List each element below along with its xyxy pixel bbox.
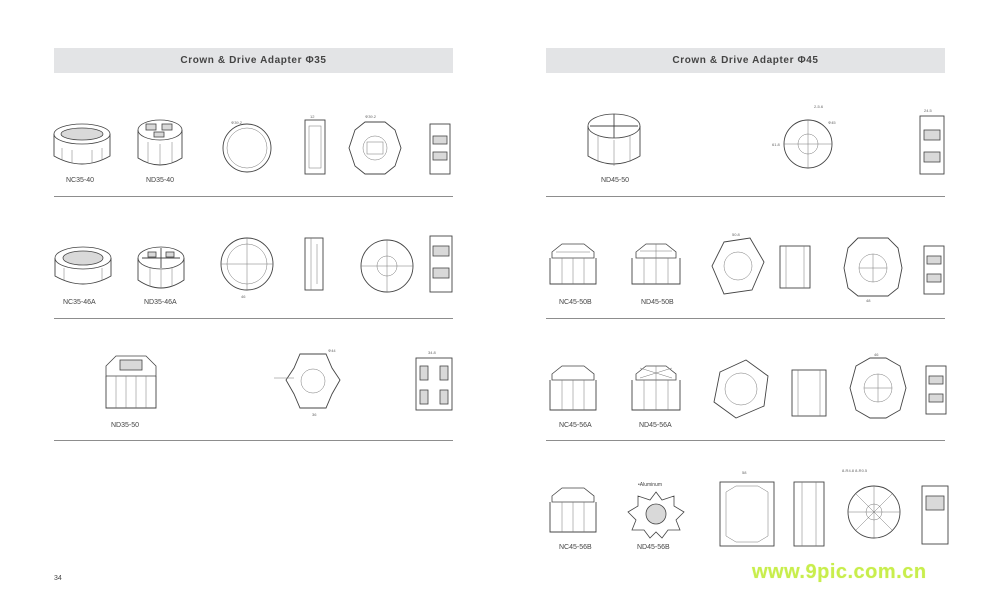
svg-text:50.8: 50.8 xyxy=(732,232,741,237)
part-label: ND45-50B xyxy=(641,299,674,306)
drive-adapter-drawing xyxy=(628,242,684,298)
left-page-header: Crown & Drive Adapter Φ35 xyxy=(54,48,453,73)
technical-section-drawing: Φ44 36 34.8 xyxy=(270,348,460,418)
part-label: NC45-56A xyxy=(559,422,592,429)
row-divider xyxy=(546,196,945,197)
part-label: NC35-46A xyxy=(63,299,96,306)
svg-text:36: 36 xyxy=(312,412,317,417)
drive-adapter-drawing xyxy=(628,364,684,420)
technical-section-drawing: Φ39.2 12 Φ39.2 xyxy=(215,114,455,178)
technical-section-drawing: 58 8-R4.8 8-R0.5 xyxy=(714,466,954,554)
drive-adapter-drawing xyxy=(136,118,184,172)
part-label: ND35-50 xyxy=(111,422,140,429)
svg-text:46: 46 xyxy=(874,352,879,357)
part-label: ND35-40 xyxy=(146,177,175,184)
svg-text:8-R4.8 8-R0.5: 8-R4.8 8-R0.5 xyxy=(842,468,868,473)
drive-adapter-drawing xyxy=(624,490,688,540)
svg-text:34.8: 34.8 xyxy=(428,350,437,355)
page-number: 34 xyxy=(54,575,62,582)
svg-text:Φ45: Φ45 xyxy=(828,120,836,125)
technical-section-drawing: 46 xyxy=(215,232,460,300)
drive-adapter-drawing xyxy=(136,244,186,296)
material-note: •Aluminum xyxy=(638,482,662,488)
right-page-header: Crown & Drive Adapter Φ45 xyxy=(546,48,945,73)
technical-section-drawing: 2-5.6 Φ45 61.8 xyxy=(770,102,850,178)
row-divider xyxy=(54,196,453,197)
svg-text:2-5.6: 2-5.6 xyxy=(814,104,824,109)
svg-text:Φ39.2: Φ39.2 xyxy=(365,114,377,119)
part-label: ND45-50 xyxy=(601,177,630,184)
svg-text:46: 46 xyxy=(241,294,246,299)
svg-text:58: 58 xyxy=(742,470,747,475)
row-divider xyxy=(54,318,453,319)
technical-section-drawing: 24.5 xyxy=(918,104,948,176)
part-label: ND35-46A xyxy=(144,299,177,306)
part-label: ND45-56B xyxy=(637,544,670,551)
watermark-text: www.9pic.com.cn xyxy=(752,561,927,583)
crown-adapter-drawing xyxy=(52,244,114,294)
crown-adapter-drawing xyxy=(546,242,600,296)
svg-text:48: 48 xyxy=(866,298,871,303)
left-page: Crown & Drive Adapter Φ35 NC35-40 ND35-4… xyxy=(52,48,460,582)
part-label: NC45-50B xyxy=(559,299,592,306)
drive-adapter-drawing xyxy=(102,352,160,416)
svg-text:61.8: 61.8 xyxy=(772,142,781,147)
svg-text:24.5: 24.5 xyxy=(924,108,933,113)
drive-adapter-drawing xyxy=(586,112,642,174)
row-divider xyxy=(546,318,945,319)
svg-text:12: 12 xyxy=(310,114,315,119)
technical-section-drawing: 46 xyxy=(706,352,947,424)
part-label: ND45-56A xyxy=(639,422,672,429)
svg-text:Φ44: Φ44 xyxy=(328,348,336,353)
crown-adapter-drawing xyxy=(546,486,600,542)
crown-adapter-drawing xyxy=(52,122,112,170)
technical-section-drawing: 50.8 48 xyxy=(706,232,946,303)
part-label: NC35-40 xyxy=(66,177,95,184)
row-divider xyxy=(54,440,453,441)
svg-text:Φ39.2: Φ39.2 xyxy=(231,120,243,125)
crown-adapter-drawing xyxy=(546,364,600,420)
right-page: Crown & Drive Adapter Φ45 ND45-50 2-5.6 … xyxy=(500,0,1000,589)
row-divider xyxy=(546,440,945,441)
part-label: NC45-56B xyxy=(559,544,592,551)
